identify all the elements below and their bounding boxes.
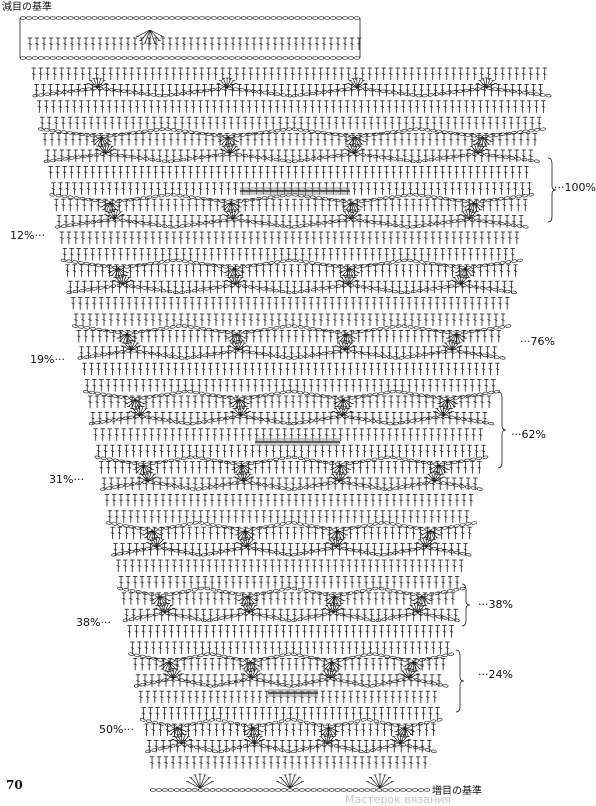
stitch-rows (32, 68, 552, 769)
right-marker-76: ···76% (520, 336, 555, 348)
left-marker-50: 50%··· (99, 724, 134, 736)
page-number: 70 (6, 778, 23, 792)
decrease-reference-label: 減目の基準 (2, 2, 52, 14)
left-marker-12: 12%··· (10, 230, 45, 242)
bottom-strip (150, 774, 429, 791)
right-marker-62: ···62% (511, 429, 546, 441)
top-strip (20, 17, 361, 60)
left-marker-38: 38%··· (76, 617, 111, 629)
right-marker-38: ···38% (478, 599, 513, 611)
watermark: Мастерок вязания (345, 793, 451, 806)
right-marker-100: ···100% (554, 182, 596, 194)
left-marker-19: 19%··· (30, 354, 65, 366)
right-marker-24: ···24% (478, 669, 513, 681)
left-marker-31: 31%··· (49, 474, 84, 486)
